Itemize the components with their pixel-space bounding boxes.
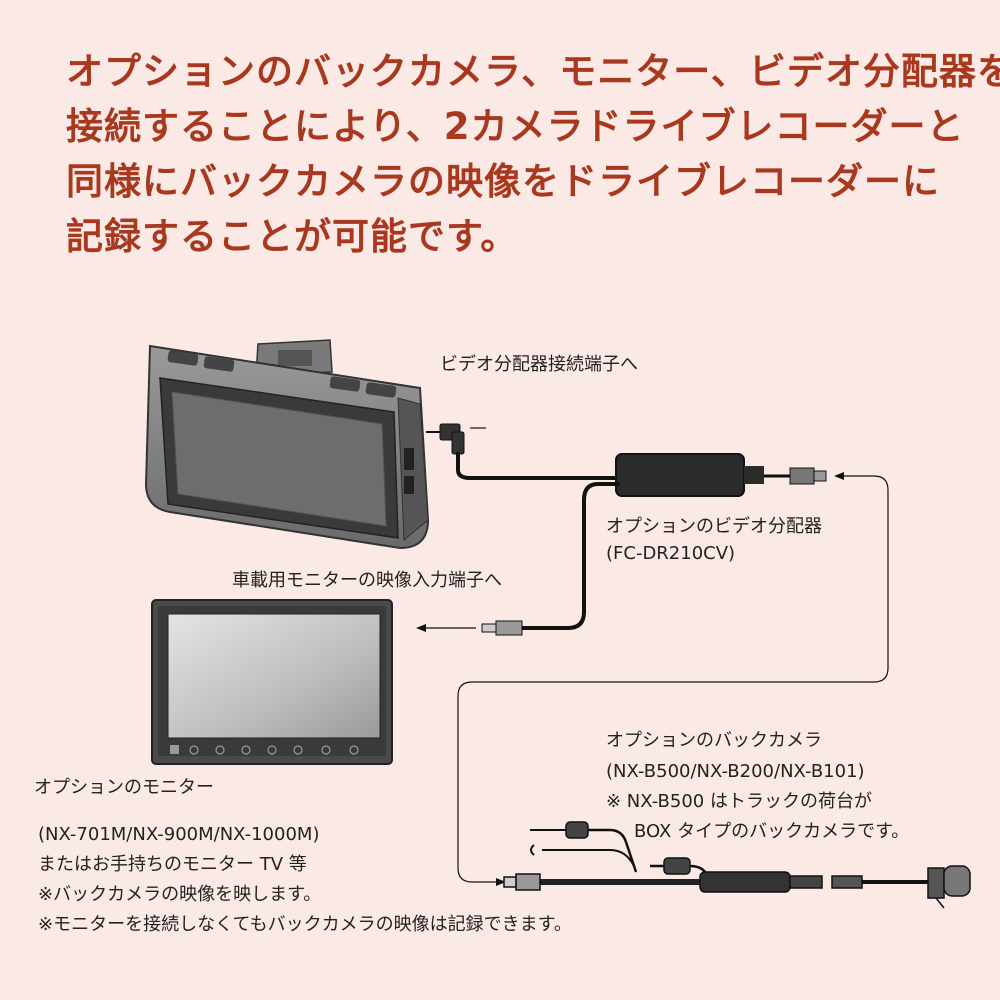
back-camera-label-models: (NX-B500/NX-B200/NX-B101) xyxy=(606,761,865,782)
cable-recorder-to-splitter xyxy=(456,452,620,480)
monitor-illustration xyxy=(151,599,393,765)
headline-line-3: 同様にバックカメラの映像をドライブレコーダーに xyxy=(66,160,940,203)
monitor-port-label: 車載用モニターの映像入力端子へ xyxy=(232,570,502,591)
drive-recorder-illustration xyxy=(144,339,430,550)
monitor-note-2: ※モニターを接続しなくてもバックカメラの映像は記録できます。 xyxy=(38,914,572,935)
back-camera-label-name: オプションのバックカメラ xyxy=(606,730,822,751)
back-camera-harness-illustration xyxy=(503,821,971,909)
monitor-label-models: (NX-701M/NX-900M/NX-1000M) xyxy=(38,824,320,845)
recorder-port-label: ビデオ分配器接続端子へ xyxy=(440,354,638,375)
headline-line-4: 記録することが可能です。 xyxy=(66,215,519,258)
back-camera-note-1: ※ NX-B500 はトラックの荷台が xyxy=(606,791,872,812)
video-splitter-illustration xyxy=(615,453,827,497)
monitor-label-name: オプションのモニター xyxy=(34,777,214,798)
headline-line-1: オプションのバックカメラ、モニター、ビデオ分配器を xyxy=(66,50,1000,93)
monitor-plug xyxy=(481,620,523,636)
splitter-label-name: オプションのビデオ分配器 xyxy=(606,516,822,537)
back-camera-note-2: BOX タイプのバックカメラです。 xyxy=(634,821,910,842)
headline-line-2: 接続することにより、2カメラドライブレコーダーと xyxy=(66,105,965,148)
splitter-label-model: (FC-DR210CV) xyxy=(606,543,736,564)
cable-splitter-to-monitor xyxy=(520,482,620,630)
monitor-note-1: ※バックカメラの映像を映します。 xyxy=(38,884,322,905)
monitor-label-alt: またはお手持ちのモニター TV 等 xyxy=(38,854,307,875)
recorder-plug xyxy=(426,423,465,455)
headline: オプションのバックカメラ、モニター、ビデオ分配器を 接続することにより、2カメラ… xyxy=(66,44,1000,264)
back-camera-route-line xyxy=(457,475,889,883)
arrow-to-monitor xyxy=(416,624,476,632)
